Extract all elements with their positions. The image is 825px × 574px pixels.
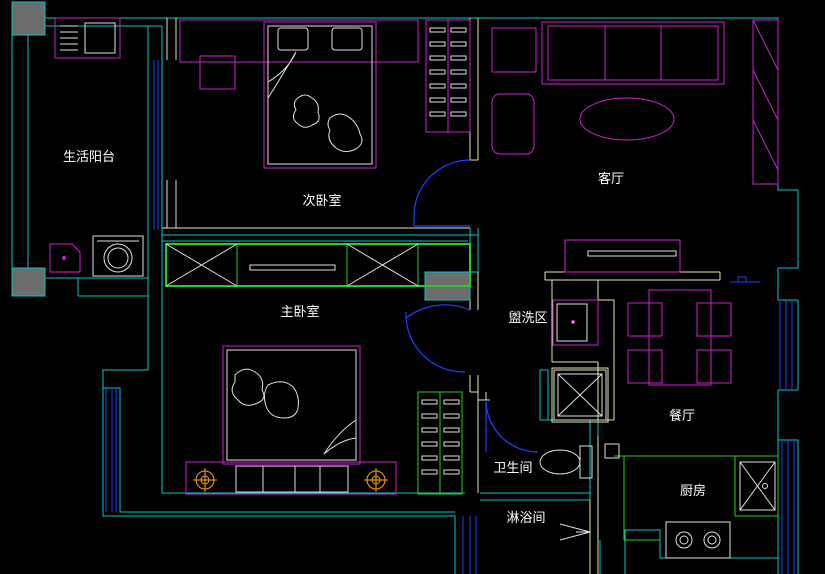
nightstand <box>199 55 236 90</box>
stove-icon <box>665 521 731 559</box>
label-bathroom: 卫生间 <box>493 461 532 476</box>
label-dining-room: 餐厅 <box>669 408 695 424</box>
column-top-left <box>11 1 46 36</box>
second-bedroom-cabinet-left <box>166 18 177 228</box>
sofa-icon <box>541 21 725 85</box>
label-master-bedroom: 主卧室 <box>280 304 319 320</box>
second-bedroom-furniture <box>179 19 419 90</box>
master-wardrobe <box>165 243 471 287</box>
balcony-sink <box>54 17 121 59</box>
dining-table-icon <box>627 289 732 386</box>
mop-sink-icon <box>49 243 81 273</box>
headboard-cabinet <box>179 19 419 63</box>
label-kitchen: 厨房 <box>680 483 706 499</box>
master-door-swing-icon <box>405 304 471 373</box>
master-closet <box>417 391 463 495</box>
label-balcony: 生活阳台 <box>63 150 115 165</box>
shower-head-icon <box>559 523 591 541</box>
kitchen-outlet-icon <box>730 276 760 283</box>
toilet-icon <box>539 445 593 479</box>
room-labels: 生活阳台 次卧室 客厅 主卧室 盥洗区 餐厅 卫生间 厨房 淋浴间 <box>63 150 706 526</box>
bathroom-door-swing-icon <box>485 399 539 453</box>
wardrobe-icon <box>425 19 471 133</box>
master-bed-base <box>185 461 397 495</box>
tv-unit <box>564 239 681 273</box>
label-second-bedroom: 次卧室 <box>302 193 341 209</box>
door-swing-icon <box>413 159 471 227</box>
master-bed-icon <box>222 345 361 465</box>
washing-machine-icon <box>92 235 144 277</box>
label-living-room: 客厅 <box>598 171 624 187</box>
shower-drain-icon <box>551 367 609 423</box>
coffee-table <box>579 97 675 141</box>
kitchen-lines <box>614 455 779 541</box>
label-wash-area: 盥洗区 <box>508 311 547 326</box>
window-marks <box>105 60 795 574</box>
kitchen-sink-icon <box>739 461 776 511</box>
armchair-icon <box>491 27 537 155</box>
sink-icon <box>552 299 599 346</box>
balcony-rack-icon <box>60 25 78 51</box>
tv-cabinet-right <box>752 19 779 185</box>
column-bottom-left <box>11 267 46 297</box>
floor-drain <box>604 443 620 459</box>
label-shower: 淋浴间 <box>506 511 545 526</box>
lamp-icon <box>193 468 388 492</box>
bed-icon <box>263 21 377 169</box>
